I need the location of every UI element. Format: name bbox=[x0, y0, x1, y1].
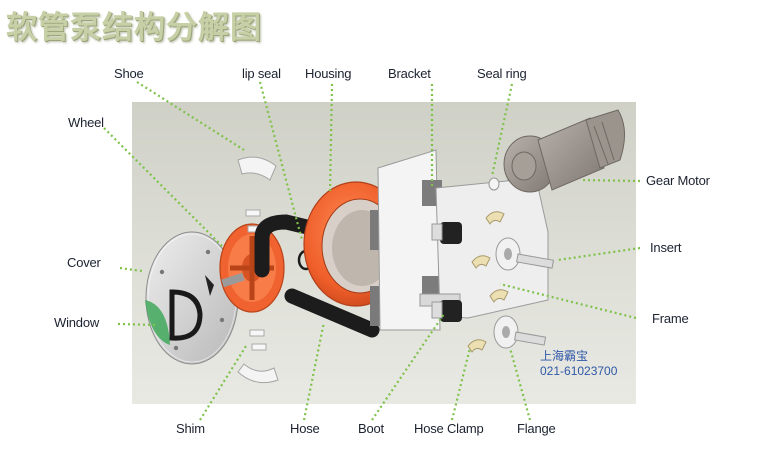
label-hose-clamp: Hose Clamp bbox=[414, 421, 484, 436]
label-shoe: Shoe bbox=[114, 66, 144, 81]
shoe-part bbox=[237, 156, 279, 384]
hose-part bbox=[254, 214, 380, 338]
contact-company: 上海霸宝 bbox=[540, 349, 589, 363]
label-wheel: Wheel bbox=[68, 115, 104, 130]
contact-phone: 021-61023700 bbox=[540, 364, 618, 378]
gear-motor-part bbox=[503, 109, 625, 193]
label-cover: Cover bbox=[67, 255, 101, 270]
label-flange: Flange bbox=[517, 421, 556, 436]
label-housing: Housing bbox=[305, 66, 352, 81]
label-bracket: Bracket bbox=[388, 66, 431, 81]
label-lip-seal: lip seal bbox=[242, 66, 281, 81]
insert-part bbox=[495, 237, 555, 271]
window-part bbox=[145, 289, 203, 345]
hose-clamp-part bbox=[467, 211, 509, 353]
label-shim: Shim bbox=[176, 421, 205, 436]
seal-ring-part bbox=[488, 177, 500, 191]
label-seal-ring: Seal ring bbox=[477, 66, 527, 81]
page-title: 软管泵结构分解图 bbox=[6, 10, 262, 46]
label-insert: Insert bbox=[650, 240, 682, 255]
boot-part bbox=[431, 222, 462, 322]
flange-part bbox=[493, 315, 547, 349]
wheel-part bbox=[219, 223, 285, 313]
frame-part bbox=[419, 177, 549, 319]
label-gear-motor: Gear Motor bbox=[646, 173, 710, 188]
bracket-part bbox=[377, 149, 442, 331]
label-frame: Frame bbox=[652, 311, 689, 326]
leader-lines bbox=[103, 81, 641, 421]
label-hose: Hose bbox=[290, 421, 320, 436]
label-window: Window bbox=[54, 315, 100, 330]
label-boot: Boot bbox=[358, 421, 384, 436]
